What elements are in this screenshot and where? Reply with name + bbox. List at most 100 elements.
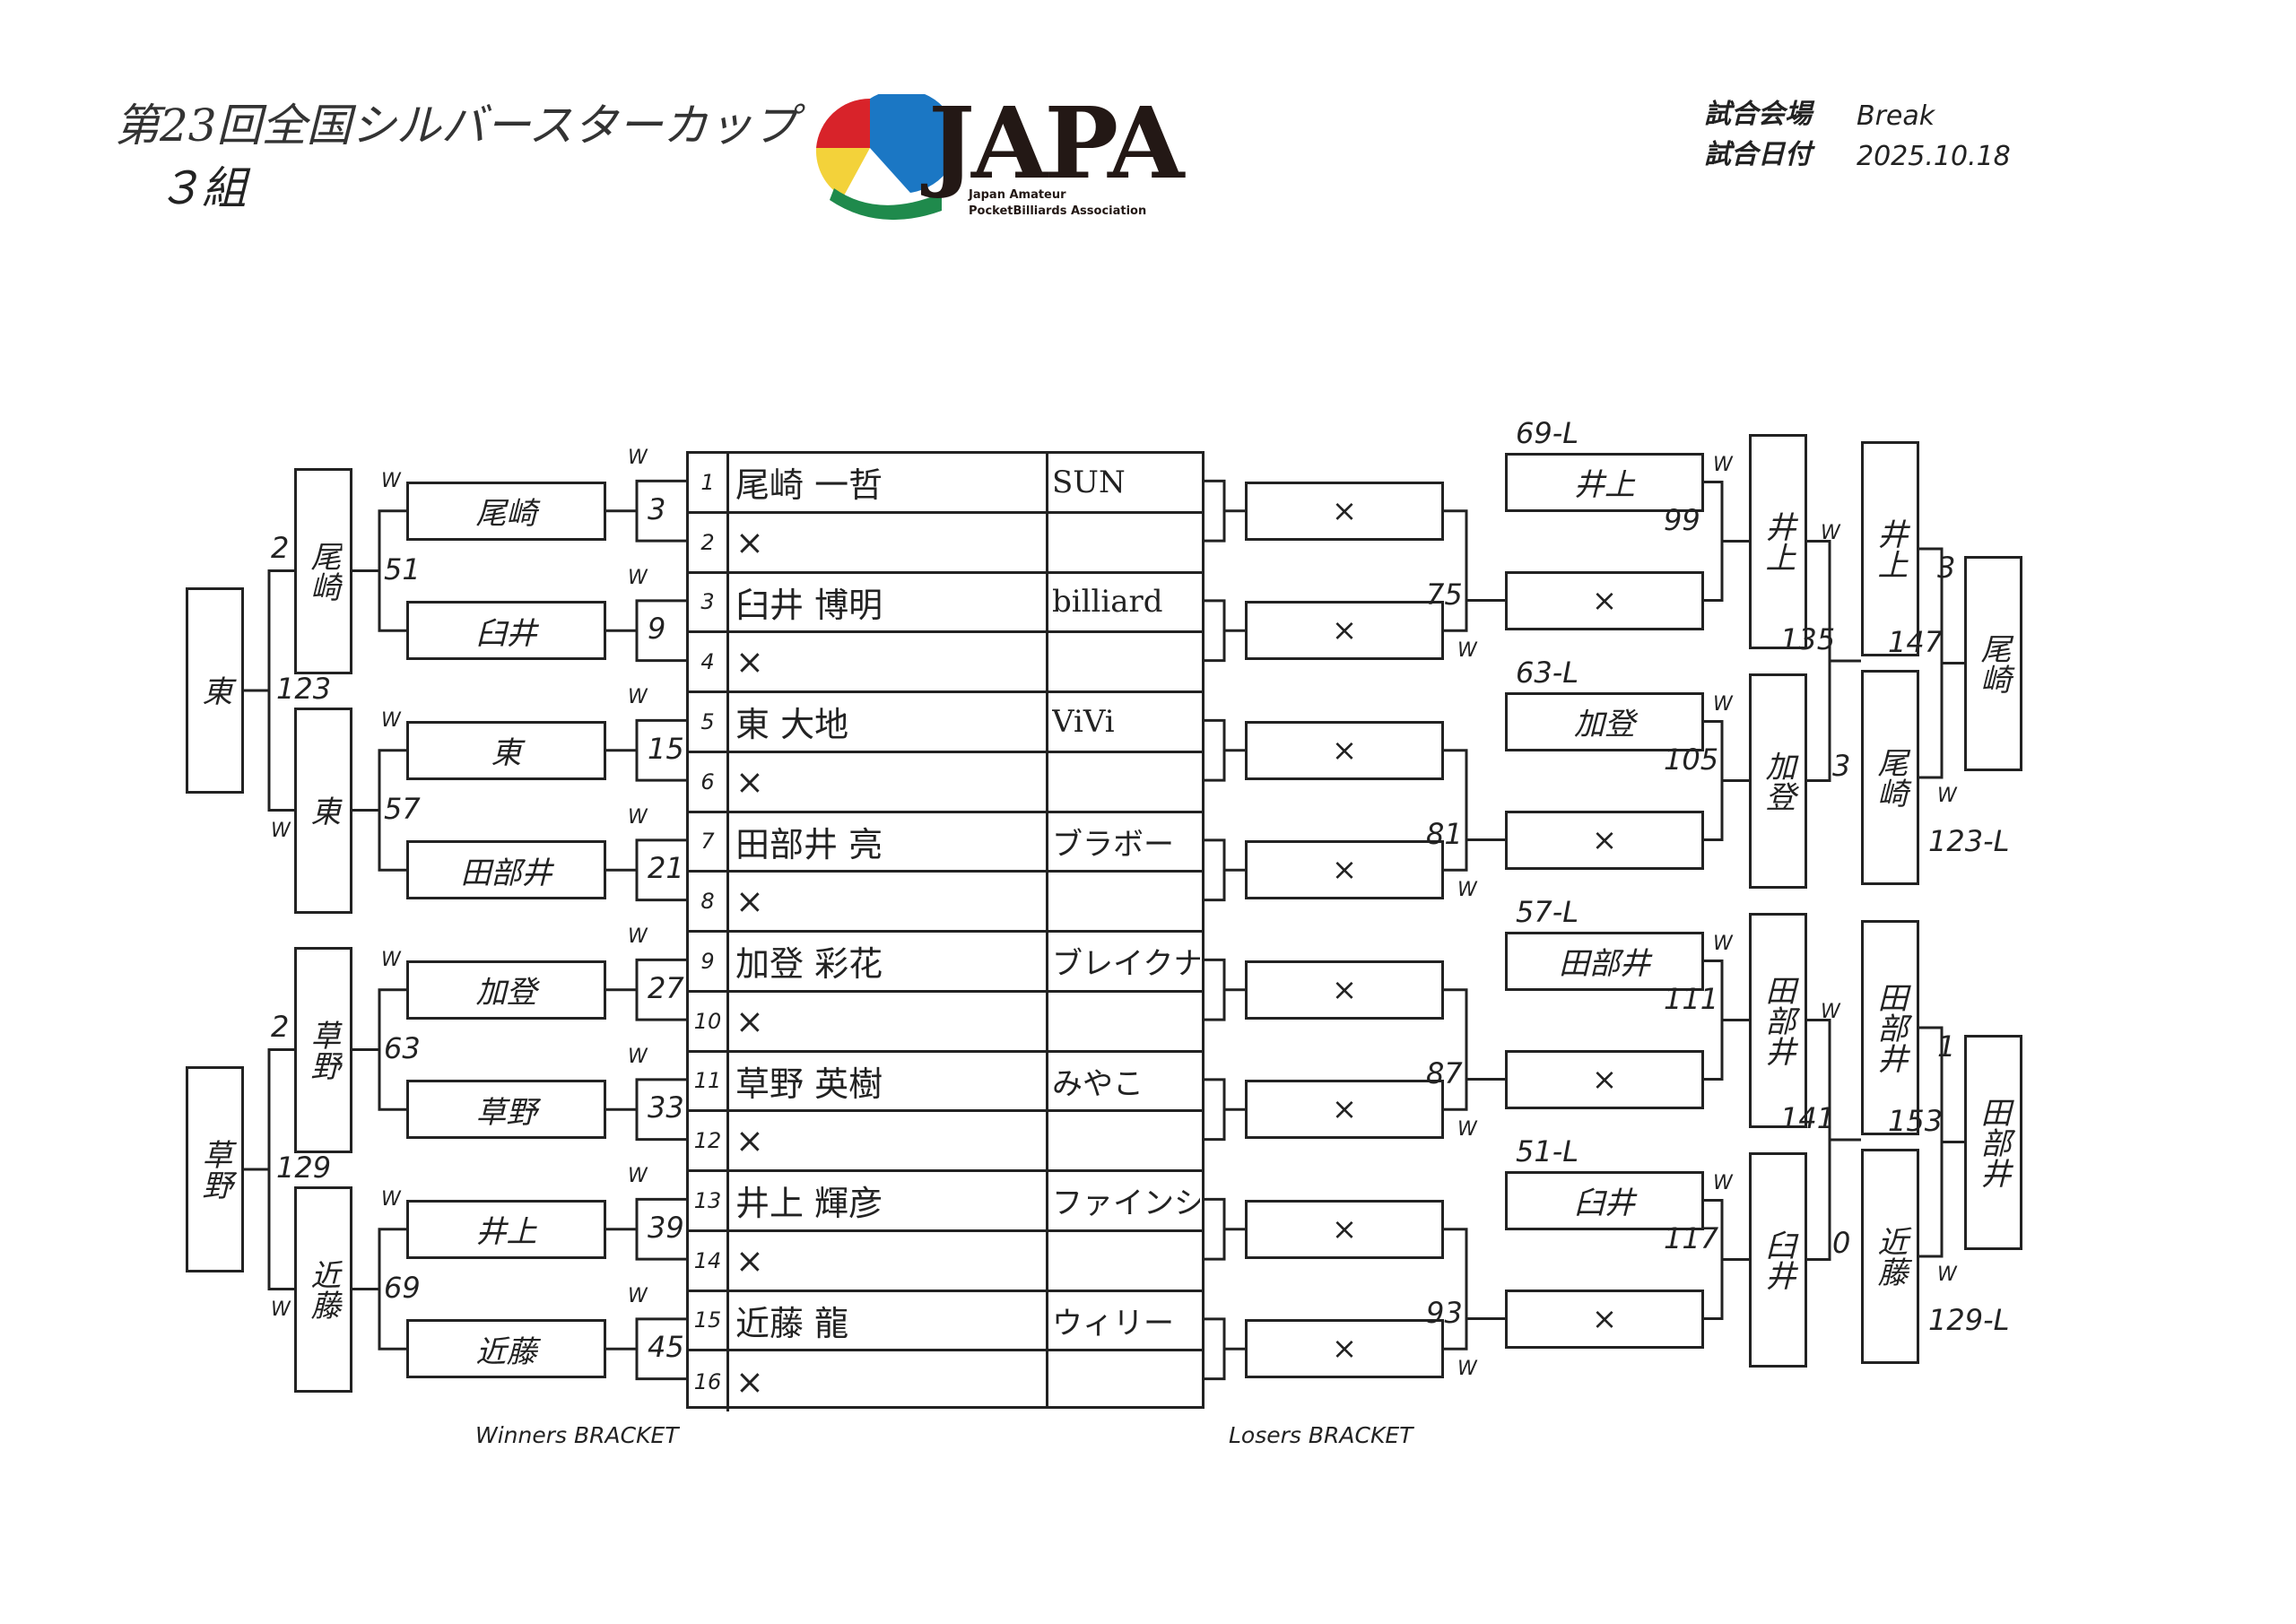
seed-number: 14 [689, 1231, 729, 1290]
losers-final-box: 尾崎 [1964, 555, 2022, 771]
seed-number: 13 [689, 1172, 729, 1229]
losers-r1-box: × [1245, 481, 1444, 541]
losers-drop-label: 69-L [1516, 415, 1579, 450]
losers-drop-label: 63-L [1516, 655, 1579, 690]
losers-r1-box: × [1245, 1319, 1444, 1379]
winners-r1-match-no: 21 [648, 851, 684, 886]
winners-r2-match-no: 51 [384, 551, 421, 586]
winners-r1-match-no: 27 [648, 970, 684, 1005]
team-name [1052, 514, 1200, 571]
winners-r1-box: 草野 [406, 1080, 606, 1140]
bracket-connector [1704, 481, 1749, 602]
player-row: 10× [689, 992, 1202, 1053]
bracket-connector [1704, 1199, 1749, 1320]
bracket-connector [1205, 838, 1245, 902]
winners-r2-match-no: 57 [384, 791, 421, 826]
losers-r1-box: × [1245, 960, 1444, 1020]
seed-number: 1 [689, 454, 729, 511]
bracket-connector [1444, 988, 1505, 1111]
tournament-title: 第23回全国シルバースターカップ [115, 100, 798, 152]
winner-mark: W [1457, 879, 1477, 902]
seed-number: 11 [689, 1052, 729, 1110]
player-row: 12× [689, 1112, 1202, 1172]
player-name: × [735, 1121, 764, 1161]
losers-r1-match-no: 93 [1426, 1295, 1463, 1330]
date-label: 試合日付 [1704, 139, 1812, 170]
winners-r1-box: 井上 [406, 1199, 606, 1259]
player-name: × [735, 1240, 764, 1281]
losers-r2-box: × [1505, 570, 1704, 630]
team-divider [1046, 454, 1048, 1406]
winner-mark: W [271, 819, 291, 842]
japa-subtitle-1: Japan Amateur [969, 188, 1066, 202]
winner-mark: W [381, 469, 401, 492]
player-name: × [735, 1001, 764, 1041]
winners-r1-match-no: 45 [648, 1330, 684, 1365]
team-name [1052, 1112, 1200, 1169]
winners-r1-box: 加登 [406, 960, 606, 1020]
winner-mark: W [1713, 1171, 1733, 1194]
losers-bracket-label: Losers BRACKET [1229, 1422, 1413, 1448]
winners-r2-box: 草野 [294, 946, 352, 1153]
losers-r2-box: 加登 [1505, 691, 1704, 751]
winner-mark: W [628, 1284, 648, 1307]
winner-mark: W [381, 708, 401, 732]
losers-r4-box: 井上 [1861, 441, 1919, 656]
losers-r1-match-no: 75 [1426, 577, 1463, 612]
winners-r1-match-no: 9 [648, 612, 666, 647]
player-name: 草野 英樹 [735, 1064, 883, 1104]
bracket-connector [352, 749, 406, 872]
player-name: × [735, 881, 764, 922]
winners-r1-match-no: 39 [648, 1210, 684, 1245]
winner-mark: W [271, 1298, 291, 1321]
winners-r2-match-no: 63 [384, 1030, 421, 1065]
winners-r1-box: 臼井 [406, 601, 606, 661]
bracket-connector [606, 838, 686, 902]
losers-r3-match-no: 135 [1780, 622, 1836, 656]
losers-r4-drop-label: 129-L [1928, 1303, 2010, 1337]
losers-r2-box: × [1505, 1289, 1704, 1349]
losers-r1-box: × [1245, 720, 1444, 780]
winner-mark: W [1713, 692, 1733, 716]
losers-r1-box: × [1245, 601, 1444, 661]
winners-r1-match-no: 3 [648, 491, 666, 526]
losers-r4-match-no: 153 [1888, 1103, 1944, 1138]
winners-r3-box: 草野 [186, 1066, 244, 1272]
losers-r4-box: 近藤 [1861, 1149, 1919, 1364]
player-name: 加登 彩花 [735, 944, 883, 985]
player-name: × [735, 1361, 764, 1402]
winner-mark: W [628, 686, 648, 709]
winners-r2-match-no: 69 [384, 1270, 421, 1305]
seed-number: 16 [689, 1351, 729, 1411]
winner-mark: W [1937, 785, 1957, 807]
bracket-connector [606, 958, 686, 1021]
bracket-connector [244, 1048, 294, 1290]
winners-r1-box: 近藤 [406, 1319, 606, 1379]
winner-mark: W [628, 566, 648, 589]
losers-r3-score: 0 [1832, 1226, 1851, 1260]
winner-mark: W [1713, 932, 1733, 955]
winners-r1-match-no: 15 [648, 731, 684, 766]
bracket-connector [606, 1078, 686, 1142]
player-name: × [735, 642, 764, 682]
player-name: 尾崎 一哲 [735, 465, 883, 506]
losers-drop-label: 51-L [1516, 1133, 1579, 1168]
winner-mark: W [381, 948, 401, 971]
team-name [1052, 1351, 1200, 1411]
losers-r1-box: × [1245, 1199, 1444, 1259]
losers-drop-label: 57-L [1516, 894, 1579, 929]
venue-value: Break [1857, 100, 1935, 132]
losers-r1-box: × [1245, 1080, 1444, 1140]
winners-r2-box: 尾崎 [294, 467, 352, 674]
player-row: 14× [689, 1231, 1202, 1292]
bracket-connector [1205, 718, 1245, 782]
japa-logo-mark-icon [815, 89, 958, 221]
japa-subtitle-2: PocketBilliards Association [969, 204, 1147, 218]
winner-mark: W [381, 1187, 401, 1211]
seed-number: 4 [689, 633, 729, 690]
team-name: ViVi [1052, 703, 1115, 740]
